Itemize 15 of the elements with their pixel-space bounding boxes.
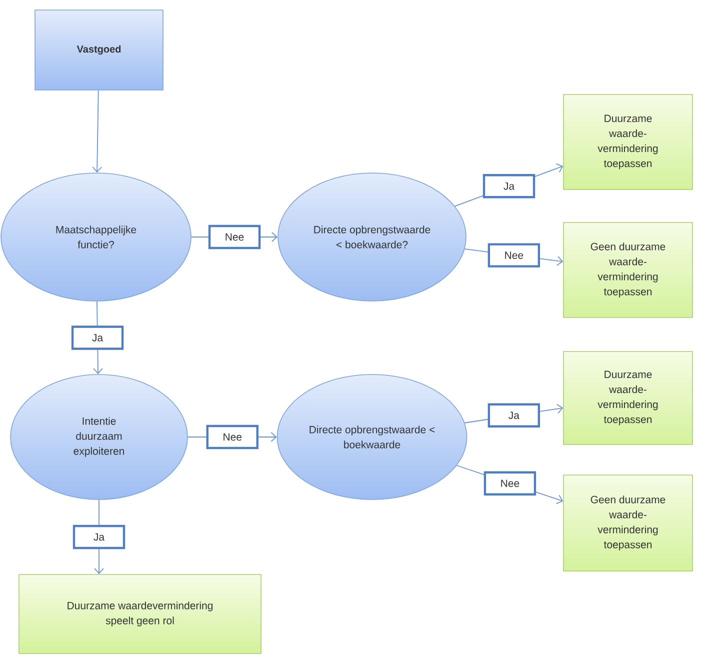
outcome-box: Duurzame waarde-vermindering toepassen bbox=[563, 351, 693, 445]
edge-label: Ja bbox=[71, 326, 124, 350]
arrow bbox=[92, 90, 102, 173]
outcome-box: Duurzame waarde-vermindering toepassen bbox=[563, 94, 693, 190]
edge-label: Ja bbox=[482, 174, 536, 198]
outcome-box: Geen duurzame waarde-vermindering toepassen bbox=[563, 474, 693, 572]
edge-label: Nee bbox=[488, 243, 540, 268]
edge-label: Ja bbox=[72, 524, 126, 550]
outcome-box: Geen duurzame waarde-vermindering toepassen bbox=[563, 222, 693, 318]
outcome-box: Duurzame waardevermindering speelt geen rol bbox=[18, 574, 262, 654]
edge-label: Nee bbox=[484, 471, 536, 496]
edge-label: Nee bbox=[208, 224, 261, 250]
start-box: Vastgoed bbox=[34, 10, 164, 90]
edge-label: Nee bbox=[206, 424, 258, 450]
edge-label: Ja bbox=[488, 403, 540, 428]
